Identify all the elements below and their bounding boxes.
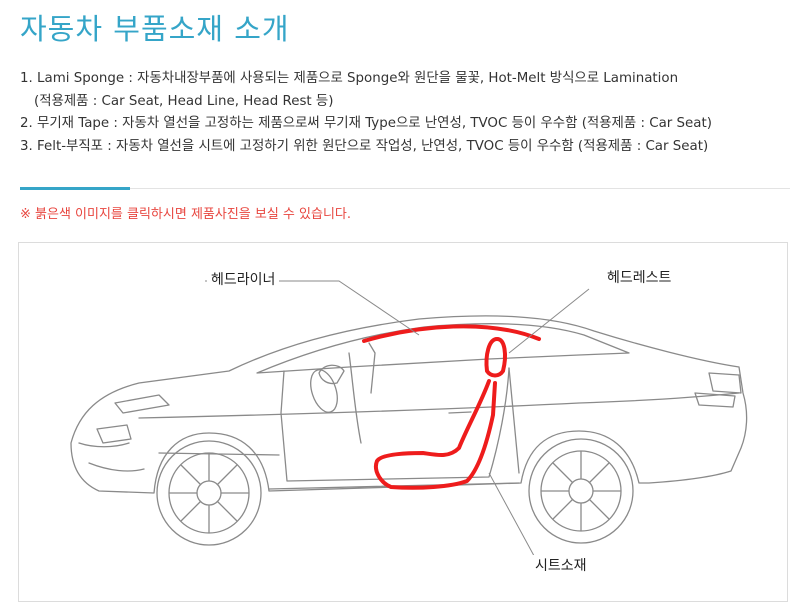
headliner-label: 헤드라이너: [207, 269, 280, 289]
description-item: 2. 무기재 Tape : 자동차 열선을 고정하는 제품으로써 무기재 Typ…: [20, 116, 712, 131]
headrest-highlight[interactable]: [484, 337, 507, 378]
rear-wheel: [528, 438, 634, 544]
description-item: (적용제품 : Car Seat, Head Line, Head Rest 등…: [34, 93, 334, 109]
seat-highlight[interactable]: [374, 379, 497, 490]
description-item: 1. Lami Sponge : 자동차내장부품에 사용되는 제품으로 Spon…: [20, 71, 679, 86]
page-title: 자동차 부품소재 소개: [20, 12, 290, 46]
car-outline: [70, 315, 748, 494]
headliner-highlight[interactable]: [362, 324, 541, 343]
section-divider-accent: [20, 187, 130, 190]
callout-leaders: [205, 278, 669, 566]
seat-material-label: 시트소재: [531, 555, 591, 575]
car-parts-diagram: 헤드라이너 헤드레스트 시트소재: [18, 242, 788, 602]
notice-text: ※ 붉은색 이미지를 클릭하시면 제품사진을 보실 수 있습니다.: [20, 207, 351, 222]
section-divider: [20, 188, 790, 189]
headrest-label: 헤드레스트: [603, 267, 676, 287]
car-illustration: [70, 278, 748, 566]
front-wheel: [156, 440, 262, 546]
description-item: 3. Felt-부직포 : 자동차 열선을 시트에 고정하기 위한 원단으로 작…: [20, 138, 709, 154]
product-description-list: 1. Lami Sponge : 자동차내장부품에 사용되는 제품으로 Spon…: [20, 68, 790, 158]
